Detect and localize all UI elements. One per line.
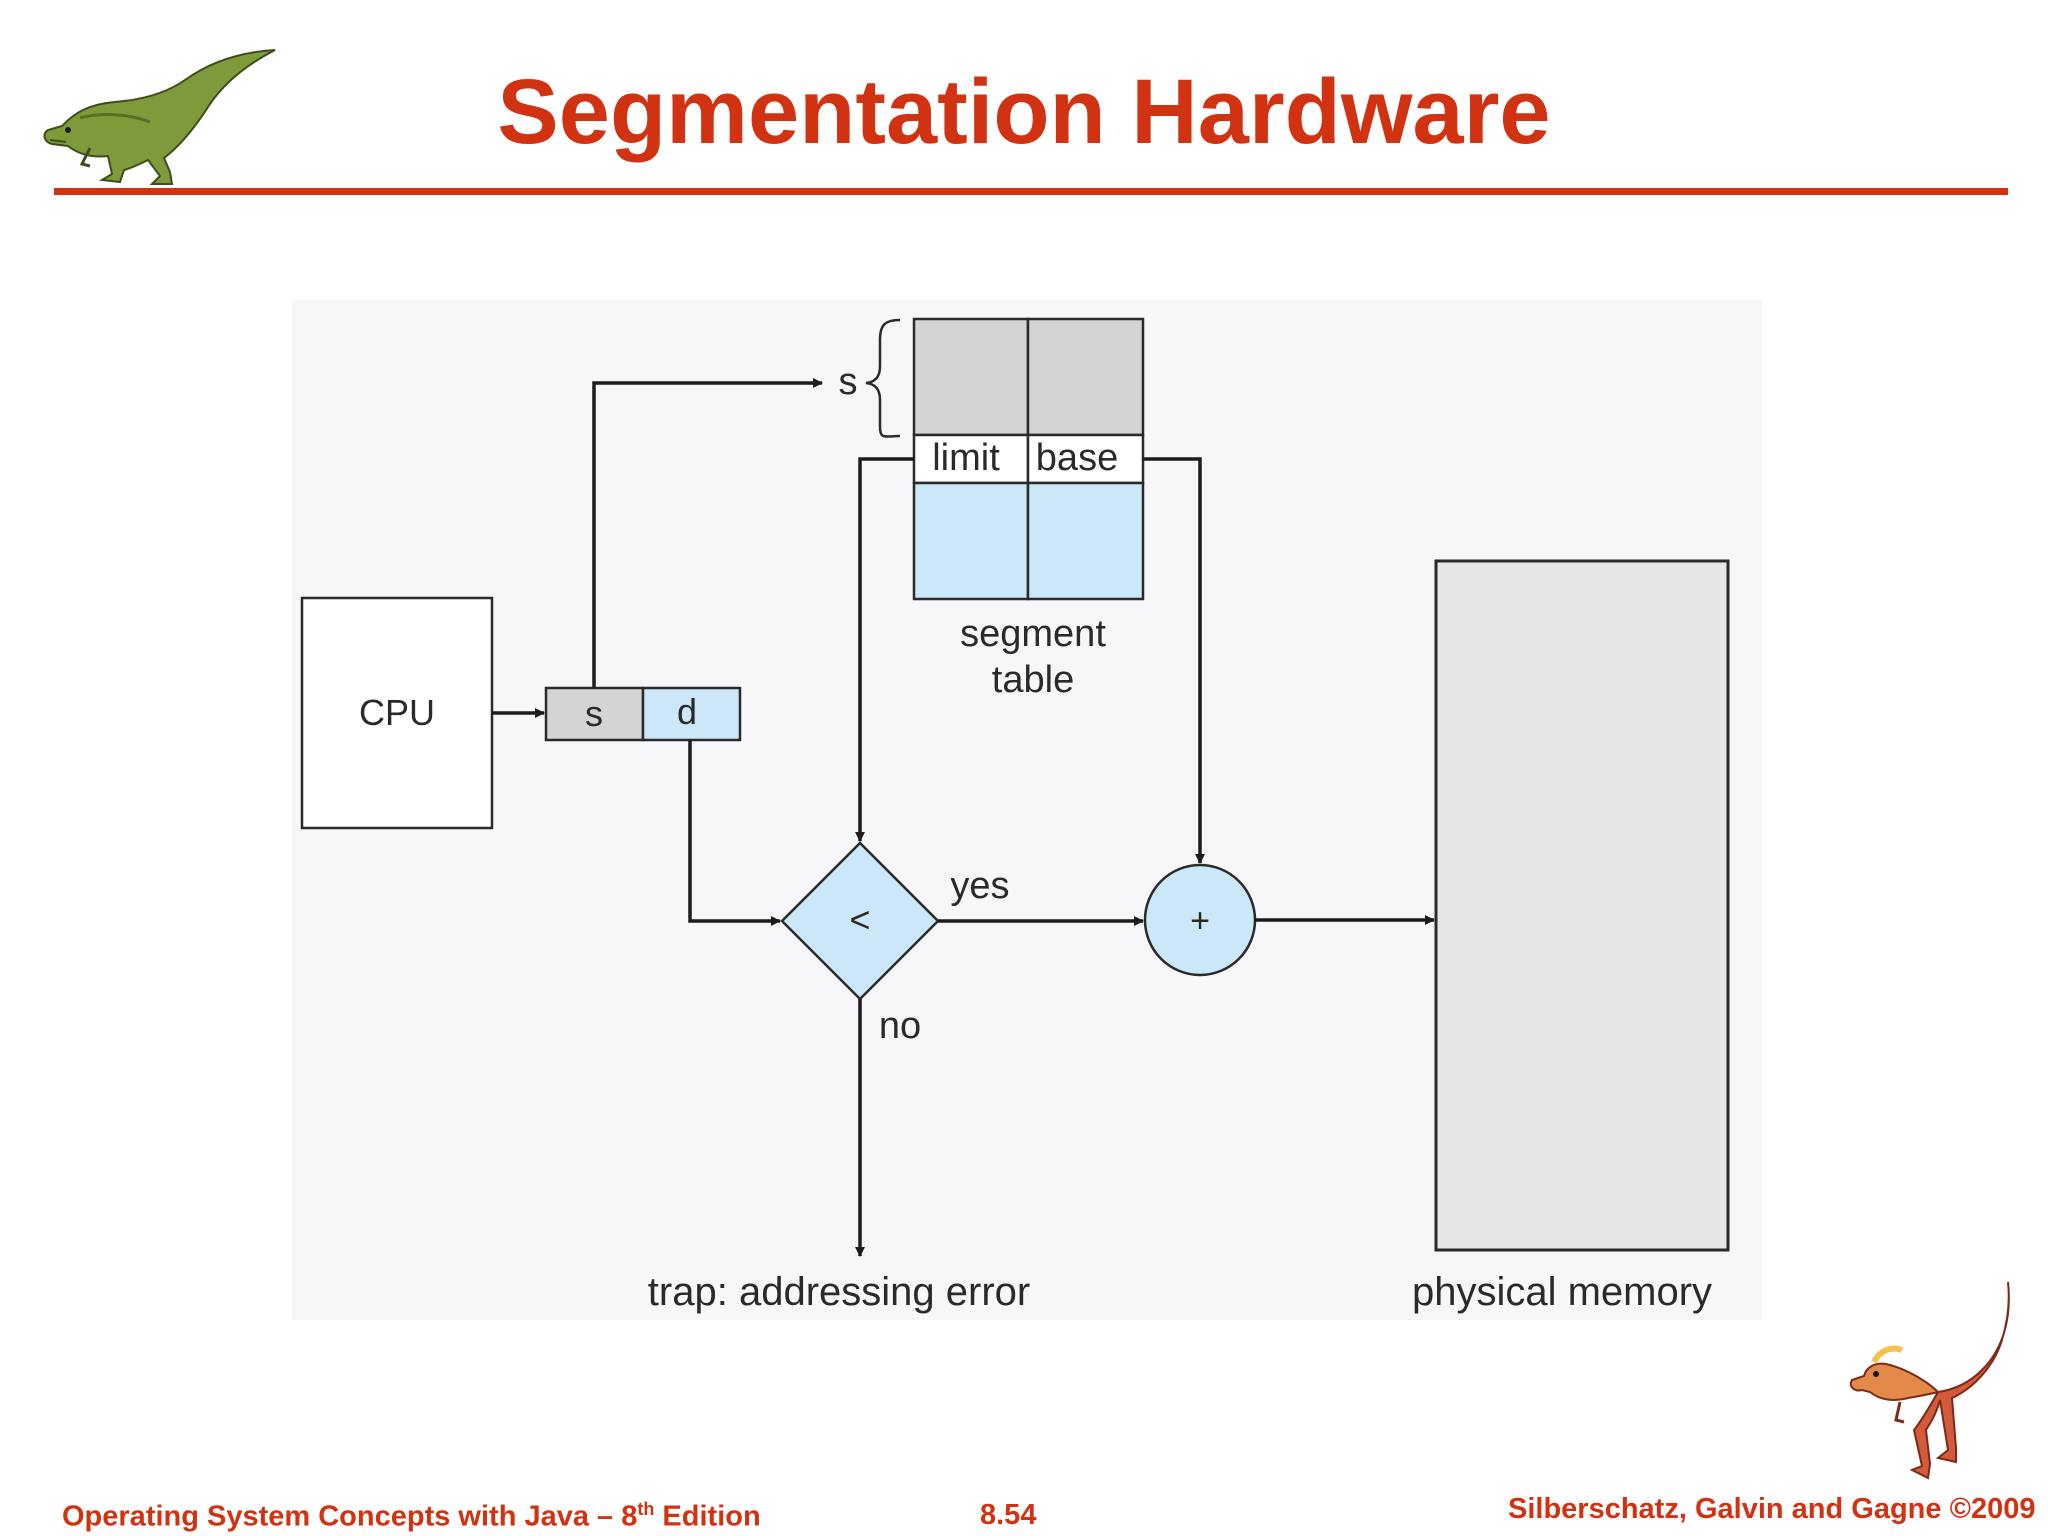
d-to-comparator-arrow xyxy=(688,740,781,926)
footer-book-title-text: Operating System Concepts with Java – 8 xyxy=(62,1500,638,1533)
segment-table-label-line1: segment xyxy=(960,613,1106,655)
slide-title: Segmentation Hardware xyxy=(497,61,1551,163)
address-d-cell xyxy=(641,686,742,742)
comparator-symbol: < xyxy=(849,899,870,940)
yes-label: yes xyxy=(950,865,1009,907)
green-dinosaur-logo xyxy=(43,49,276,185)
segment-table: limit base segment table xyxy=(912,317,1145,701)
physical-memory: physical memory xyxy=(1412,559,1730,1314)
connectors xyxy=(492,378,1435,1257)
limit-label: limit xyxy=(932,437,1000,479)
base-to-adder-arrow xyxy=(1143,457,1205,864)
no-label: no xyxy=(879,1005,921,1047)
title-divider xyxy=(54,188,2008,195)
address-s-cell xyxy=(544,686,645,742)
base-label: base xyxy=(1036,437,1118,479)
segment-index-brace: s xyxy=(839,318,901,438)
logical-address: s d xyxy=(544,686,742,742)
footer-authors: Silberschatz, Galvin and Gagne ©2009 xyxy=(1508,1493,2036,1525)
base-adder: + xyxy=(1143,863,1257,977)
limit-to-comparator-arrow xyxy=(855,457,914,842)
footer-book-title: Operating System Concepts with Java – 8t… xyxy=(62,1499,761,1534)
cpu-label: CPU xyxy=(359,692,435,733)
red-dinosaur-logo xyxy=(1849,1281,2010,1480)
limit-comparator: < xyxy=(780,841,940,1001)
address-s-label: s xyxy=(585,693,603,734)
address-d-label: d xyxy=(677,691,697,732)
physical-memory-label: physical memory xyxy=(1412,1270,1712,1314)
segment-table-label-line2: table xyxy=(992,659,1074,701)
segment-index-label: s xyxy=(839,361,858,403)
footer-edition-suffix: Edition xyxy=(654,1500,761,1533)
s-to-segment-table-arrow xyxy=(592,378,823,688)
trap-label: trap: addressing error xyxy=(648,1270,1030,1314)
footer-page-number: 8.54 xyxy=(980,1499,1037,1531)
adder-symbol: + xyxy=(1190,902,1210,940)
footer-edition-superscript: th xyxy=(637,1499,655,1519)
cpu-box: CPU xyxy=(300,596,494,830)
